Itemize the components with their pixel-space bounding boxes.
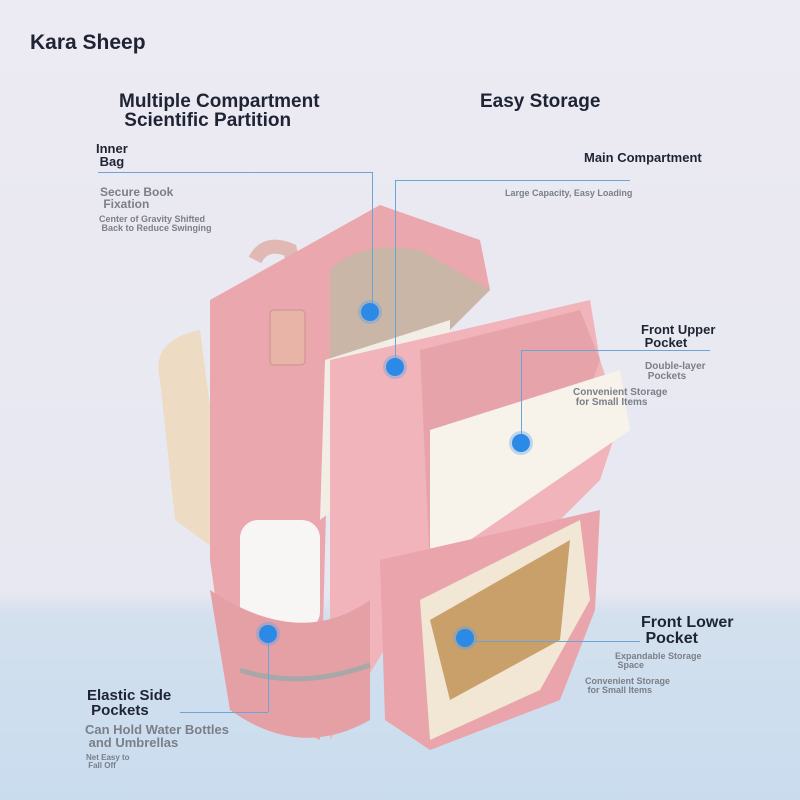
inner-bag-sub1: Secure Book Fixation: [100, 185, 174, 211]
front-upper-sub2: Convenient Storage for Small Items: [573, 387, 668, 408]
side-pocket-title: Elastic Side Pockets: [87, 687, 172, 719]
hotspot-inner-bag[interactable]: [361, 303, 379, 321]
inner-bag-sub2: Center of Gravity Shifted Back to Reduce…: [99, 214, 212, 233]
front-lower-sub2: Convenient Storage for Small Items: [585, 676, 671, 695]
heading-right: Easy Storage: [480, 91, 601, 112]
heading-left: Multiple Compartment Scientific Partitio…: [119, 91, 320, 131]
front-lower-sub1: Expandable Storage Space: [615, 651, 702, 670]
front-upper-sub1: Double-layer Pockets: [645, 361, 706, 382]
hotspot-main-compartment[interactable]: [386, 358, 404, 376]
hotspot-front-upper[interactable]: [512, 434, 530, 452]
side-pocket-sub2: Net Easy to Fall Off: [86, 753, 130, 770]
brand-logo: Kara Sheep: [30, 31, 146, 54]
hotspot-side-pocket[interactable]: [259, 625, 277, 643]
inner-bag-title: Inner Bag: [96, 141, 128, 169]
main-compartment-sub: Large Capacity, Easy Loading: [505, 188, 633, 198]
side-pocket-sub1: Can Hold Water Bottles and Umbrellas: [85, 722, 229, 750]
main-compartment-title: Main Compartment: [584, 150, 702, 165]
front-upper-title: Front Upper Pocket: [641, 322, 716, 350]
front-lower-title: Front Lower Pocket: [641, 614, 734, 647]
hotspot-front-lower[interactable]: [456, 629, 474, 647]
